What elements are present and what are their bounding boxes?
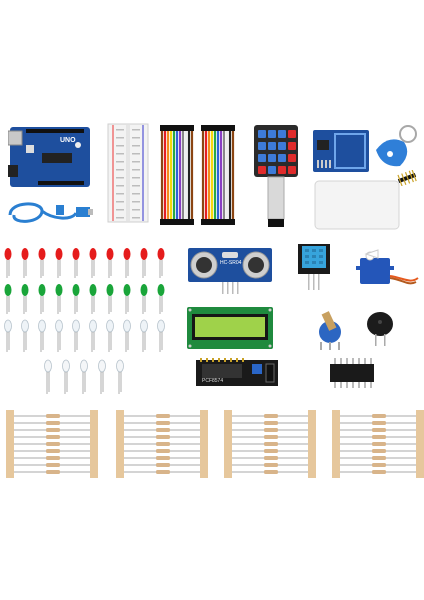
resistor-strip bbox=[6, 410, 98, 478]
piezo-buzzer bbox=[364, 308, 396, 348]
resistor-strip bbox=[224, 410, 316, 478]
servo-motor bbox=[356, 248, 420, 294]
pin-header bbox=[396, 170, 418, 186]
jumper-wire-bundle-left bbox=[160, 125, 194, 225]
white-led-row bbox=[42, 358, 128, 396]
lcd-1602-display bbox=[186, 306, 274, 350]
resistor-strip bbox=[332, 410, 424, 478]
clear-led-row bbox=[2, 318, 168, 354]
i2c-lcd-adapter: PCF8574 bbox=[196, 358, 278, 388]
green-led-row bbox=[2, 282, 168, 316]
red-led-row bbox=[2, 246, 168, 280]
rfid-card bbox=[314, 180, 400, 230]
ultrasonic-sensor: HC-SR04 bbox=[186, 246, 274, 296]
ultrasonic-label: HC-SR04 bbox=[220, 260, 242, 266]
resistor-strip bbox=[116, 410, 208, 478]
rfid-module bbox=[313, 130, 369, 172]
dip-ic-chip bbox=[328, 358, 376, 388]
dht11-sensor bbox=[298, 244, 330, 292]
breadboard bbox=[107, 123, 149, 223]
rfid-key-tag bbox=[368, 124, 420, 170]
i2c-label: PCF8574 bbox=[202, 378, 224, 384]
usb-cable bbox=[2, 195, 94, 229]
arduino-uno-board: UNO bbox=[8, 125, 92, 189]
membrane-keypad bbox=[252, 125, 300, 229]
jumper-wire-bundle-right bbox=[201, 125, 235, 225]
potentiometer bbox=[312, 304, 346, 350]
arduino-label: UNO bbox=[60, 137, 76, 144]
